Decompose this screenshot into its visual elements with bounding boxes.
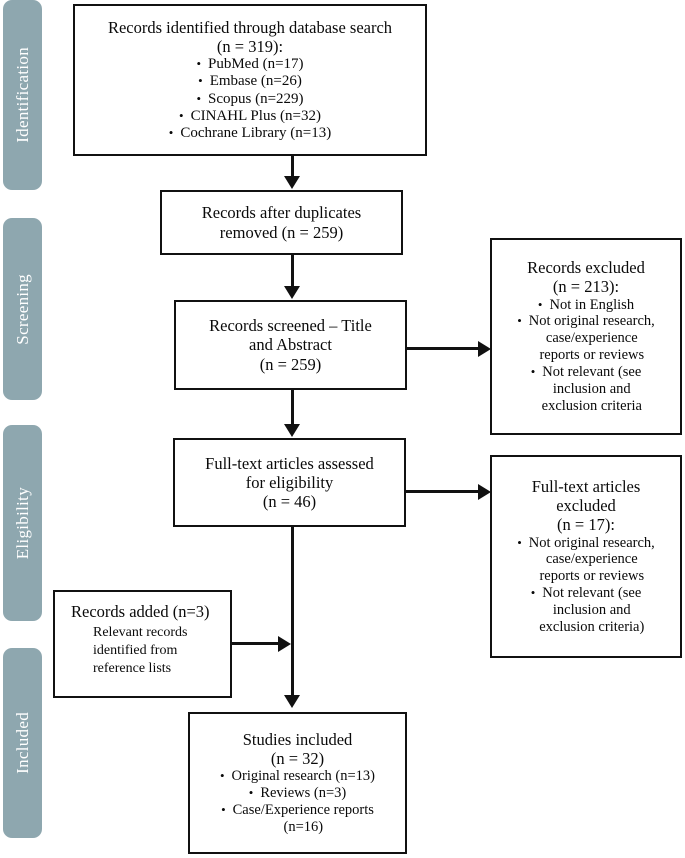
arrow-right-icon	[478, 484, 491, 500]
fulltext-assessed-line1: Full-text articles assessed	[205, 453, 374, 473]
records-excluded-reason-cont: • inclusion and	[552, 380, 631, 397]
bullet-icon: •	[517, 313, 522, 329]
stage-tab-identification-label: Identification	[12, 47, 32, 143]
bullet-icon: •	[196, 56, 201, 72]
records-excluded-title: Records excluded	[527, 258, 645, 278]
records-added-title: Records added (n=3)	[71, 602, 210, 621]
records-excluded-reason: • Not in English	[537, 296, 635, 313]
stage-tab-included: Included	[3, 648, 42, 838]
records-identified-title: Records identified through database sear…	[107, 18, 393, 38]
duplicates-removed-line2: removed (n = 259)	[219, 222, 344, 242]
bullet-icon: •	[168, 124, 174, 140]
studies-included-item-cont: • (n=16)	[283, 819, 324, 836]
box-records-screened: Records screened – Title and Abstract (n…	[174, 300, 407, 390]
stage-tab-included-label: Included	[12, 712, 32, 774]
bullet-icon: •	[248, 785, 254, 801]
box-fulltext-excluded: Full-text articles excluded (n = 17): • …	[490, 455, 682, 658]
stage-tab-eligibility: Eligibility	[3, 425, 42, 621]
records-excluded-reason: • Not original research,	[517, 313, 655, 330]
records-added-body-line: reference lists	[93, 660, 172, 676]
fulltext-excluded-line1: Full-text articles	[531, 477, 641, 497]
bullet-icon: •	[196, 90, 201, 106]
connector-duplicates-to-screened	[291, 255, 294, 288]
connector-fulltext-to-included	[291, 527, 294, 697]
arrow-down-icon	[284, 176, 300, 189]
box-records-identified: Records identified through database sear…	[73, 4, 427, 156]
connector-identified-to-duplicates	[291, 156, 294, 178]
connector-screened-to-fulltext	[291, 390, 294, 426]
fulltext-excluded-reason: • Not relevant (see	[530, 585, 642, 602]
fulltext-excluded-reason-cont: • exclusion criteria)	[539, 618, 645, 635]
connector-records-added-to-spine	[232, 642, 280, 645]
studies-included-item: • Original research (n=13)	[219, 768, 375, 785]
fulltext-excluded-reason-cont: • inclusion and	[552, 602, 631, 619]
fulltext-excluded-reason-cont: • reports or reviews	[539, 568, 645, 585]
stage-tab-screening-label: Screening	[12, 273, 32, 345]
box-duplicates-removed: Records after duplicates removed (n = 25…	[160, 190, 403, 255]
arrow-down-icon	[284, 424, 300, 437]
records-screened-line1: Records screened – Title	[209, 316, 372, 336]
bullet-icon: •	[517, 534, 522, 550]
box-records-excluded: Records excluded (n = 213): • Not in Eng…	[490, 238, 682, 435]
arrow-right-icon	[278, 636, 291, 652]
connector-screened-to-excluded	[407, 347, 481, 350]
records-identified-source: • CINAHL Plus (n=32)	[179, 107, 321, 124]
records-added-body-line: identified from	[93, 642, 178, 658]
records-excluded-reason-cont: • exclusion criteria	[541, 397, 642, 414]
arrow-down-icon	[284, 286, 300, 299]
fulltext-excluded-reason: • Not original research,	[517, 534, 655, 551]
studies-included-title: Studies included	[242, 730, 353, 750]
records-identified-count: (n = 319):	[216, 37, 284, 57]
box-records-added: Records added (n=3) Relevant records ide…	[53, 590, 232, 698]
records-screened-line2: and Abstract	[249, 335, 332, 355]
bullet-icon: •	[530, 364, 536, 380]
fulltext-assessed-count: (n = 46)	[262, 492, 317, 512]
bullet-icon: •	[537, 296, 543, 312]
records-identified-source: • Embase (n=26)	[198, 73, 302, 90]
stage-tab-identification: Identification	[3, 0, 42, 190]
records-excluded-reason-cont: • reports or reviews	[539, 347, 645, 364]
bullet-icon: •	[179, 107, 184, 123]
fulltext-excluded-count: (n = 17):	[557, 515, 615, 535]
duplicates-removed-line1: Records after duplicates	[201, 203, 362, 223]
studies-included-item: • Case/Experience reports	[221, 802, 374, 819]
bullet-icon: •	[530, 585, 536, 601]
studies-included-item: • Reviews (n=3)	[248, 785, 347, 802]
fulltext-excluded-line2: excluded	[556, 496, 616, 516]
stage-tab-eligibility-label: Eligibility	[12, 486, 32, 560]
bullet-icon: •	[198, 73, 203, 89]
records-identified-source: • Scopus (n=229)	[196, 90, 304, 107]
records-identified-source: • Cochrane Library (n=13)	[168, 124, 332, 141]
arrow-down-icon	[284, 695, 300, 708]
records-screened-count: (n = 259)	[259, 354, 322, 374]
connector-fulltext-to-excluded	[406, 490, 481, 493]
fulltext-assessed-line2: for eligibility	[245, 472, 334, 492]
records-added-body-line: Relevant records	[93, 625, 188, 640]
arrow-right-icon	[478, 341, 491, 357]
records-identified-source: • PubMed (n=17)	[196, 56, 304, 73]
bullet-icon: •	[221, 802, 226, 818]
studies-included-count: (n = 32)	[270, 749, 325, 769]
bullet-icon: •	[219, 768, 225, 784]
records-excluded-reason: • Not relevant (see	[530, 364, 642, 381]
box-fulltext-assessed: Full-text articles assessed for eligibil…	[173, 438, 406, 527]
stage-tab-screening: Screening	[3, 218, 42, 400]
fulltext-excluded-reason-cont: • case/experience	[545, 551, 638, 568]
box-studies-included: Studies included (n = 32) • Original res…	[188, 712, 407, 854]
records-excluded-reason-cont: • case/experience	[545, 330, 638, 347]
records-excluded-count: (n = 213):	[552, 277, 620, 297]
